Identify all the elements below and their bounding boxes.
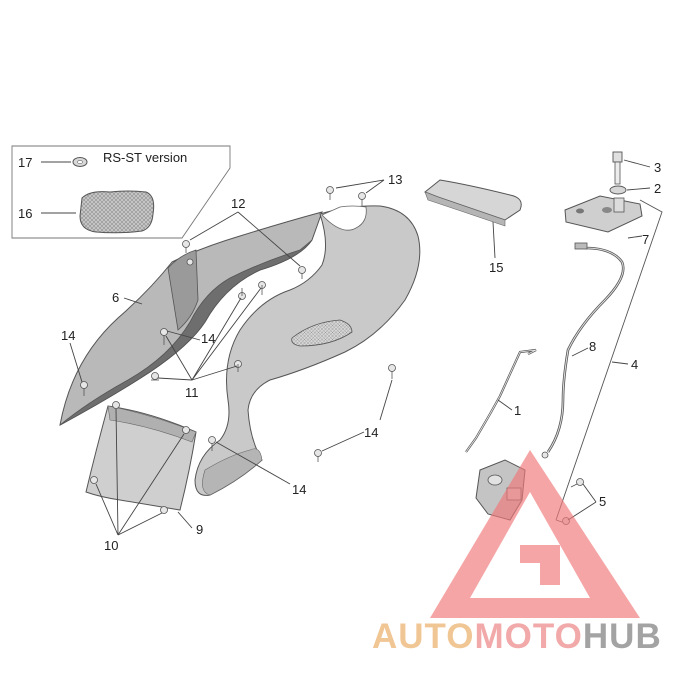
callout-13: 13: [388, 172, 402, 187]
screw-12b-icon: [298, 266, 306, 279]
screw-13b-icon: [358, 192, 366, 206]
callout-14-left: 14: [61, 328, 75, 343]
callout-16: 16: [18, 206, 32, 221]
callout-2: 2: [654, 181, 661, 196]
screw-5a-icon: [570, 478, 584, 488]
watermark-hub: HUB: [583, 617, 662, 656]
part-15-bracket: [424, 179, 522, 227]
screw-14c-icon: [314, 449, 322, 462]
part-17-nut-hole: [77, 160, 83, 164]
part-2-washer: [609, 185, 627, 195]
main-tail-fairing: [194, 205, 421, 496]
callout-11: 11: [185, 385, 199, 400]
callout-4: 4: [631, 357, 638, 372]
callout-1: 1: [514, 403, 521, 418]
screw-14d-icon: [208, 436, 216, 451]
inset-title: RS-ST version: [103, 150, 187, 165]
rs-st-inset: RS-ST version 17 16: [11, 145, 231, 239]
callout-7: 7: [642, 232, 649, 247]
screw-13a-icon: [326, 186, 334, 200]
cable-clip-icon: [541, 451, 549, 459]
fasteners: [80, 186, 396, 514]
part-7-lock-plate: [564, 195, 643, 233]
part-3-screw: [612, 151, 623, 185]
callout-10: 10: [104, 538, 118, 553]
part-6-left-side-panel: [59, 211, 323, 426]
svg-text:AUTOMOTOHUB: AUTOMOTOHUB: [372, 617, 662, 656]
callout-5: 5: [599, 494, 606, 509]
callout-9: 9: [196, 522, 203, 537]
watermark-triangle-icon: [430, 450, 640, 618]
screw-11a-icon: [238, 288, 246, 300]
screw-11e-icon: [160, 328, 168, 345]
screw-10c-icon: [90, 476, 98, 484]
part-16-mesh-pad: [79, 190, 155, 234]
screw-11d-icon: [151, 372, 159, 381]
leader-lines: [69, 159, 651, 536]
callout-14-bottom: 14: [292, 482, 306, 497]
part-4-rod: [555, 199, 663, 521]
watermark-moto: MOTO: [475, 617, 583, 656]
callout-12: 12: [231, 196, 245, 211]
screw-12c-icon: [186, 258, 194, 266]
callout-6: 6: [112, 290, 119, 305]
part-9-lower-tray: [85, 405, 197, 511]
watermark-logo: [430, 450, 640, 618]
part-1-wire-rod: [465, 348, 537, 453]
watermark-text: AUTOMOTOHUB: [372, 617, 662, 656]
screw-10a-icon: [112, 401, 120, 409]
screw-12a-icon: [182, 240, 190, 253]
callout-14-right: 14: [364, 425, 378, 440]
inset-frame: [11, 145, 231, 239]
watermark-inner-mark-icon: [520, 545, 560, 585]
screw-10d-icon: [160, 506, 168, 514]
screw-14b-icon: [388, 364, 396, 379]
screw-10b-icon: [182, 426, 190, 434]
screw-11b-icon: [258, 281, 266, 295]
watermark-auto: AUTO: [372, 617, 475, 656]
callout-17: 17: [18, 155, 32, 170]
screw-14a-icon: [80, 381, 88, 396]
screw-11c-icon: [234, 360, 242, 372]
callout-labels: 1 2 3 4 5 6 7 8 9 10 11 12 13 14 14 14 1…: [61, 160, 661, 553]
callout-15: 15: [489, 260, 503, 275]
callout-14-mid: 14: [201, 331, 215, 346]
part-8-cable: [546, 242, 625, 453]
fairing-mesh-vent: [291, 319, 353, 347]
callout-8: 8: [589, 339, 596, 354]
callout-3: 3: [654, 160, 661, 175]
